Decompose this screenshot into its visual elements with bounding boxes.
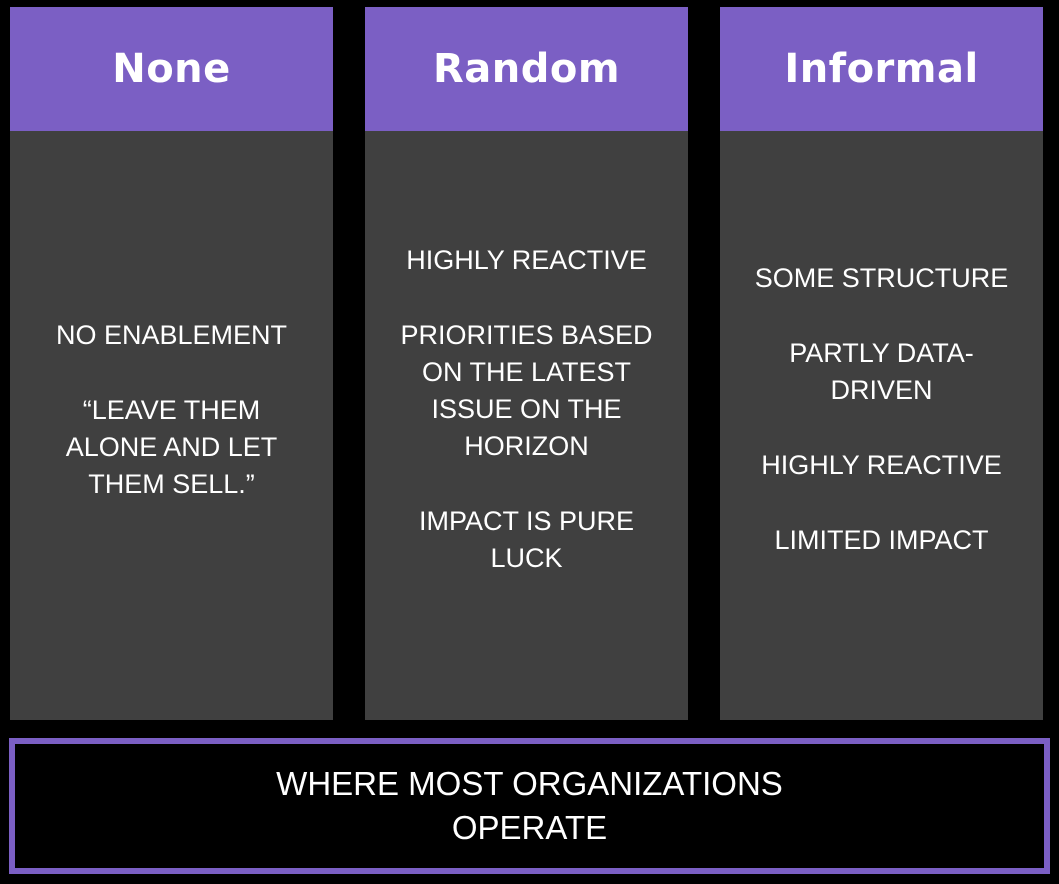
column-text: HIGHLY REACTIVE (761, 450, 1002, 480)
column-text: IMPACT IS PURE LUCK (418, 506, 635, 573)
column-text: LIMITED IMPACT (774, 525, 989, 555)
column-body: HIGHLY REACTIVE PRIORITIES BASED ON THE … (365, 131, 688, 720)
column-body: NO ENABLEMENT “LEAVE THEM ALONE AND LET … (10, 131, 333, 720)
column-text: PARTLY DATA- DRIVEN (789, 338, 974, 405)
footer-banner: WHERE MOST ORGANIZATIONS OPERATE (9, 738, 1050, 874)
column-random: Random HIGHLY REACTIVE PRIORITIES BASED … (365, 7, 688, 720)
column-title: Random (432, 46, 621, 92)
column-text: NO ENABLEMENT (55, 319, 288, 350)
column-text: “LEAVE THEM ALONE AND LET THEM SELL.” (65, 394, 278, 499)
column-title: Informal (784, 46, 979, 92)
column-informal: Informal SOME STRUCTURE PARTLY DATA- DRI… (720, 7, 1043, 720)
footer-text: WHERE MOST ORGANIZATIONS OPERATE (276, 765, 783, 846)
column-header: None (10, 7, 333, 131)
column-text: PRIORITIES BASED ON THE LATEST ISSUE ON … (400, 320, 653, 461)
column-header: Informal (720, 7, 1043, 131)
column-text: SOME STRUCTURE (754, 263, 1009, 293)
column-header: Random (365, 7, 688, 131)
column-none: None NO ENABLEMENT “LEAVE THEM ALONE AND… (10, 7, 333, 720)
column-title: None (112, 46, 231, 92)
column-text: HIGHLY REACTIVE (406, 245, 647, 275)
column-body: SOME STRUCTURE PARTLY DATA- DRIVEN HIGHL… (720, 131, 1043, 720)
